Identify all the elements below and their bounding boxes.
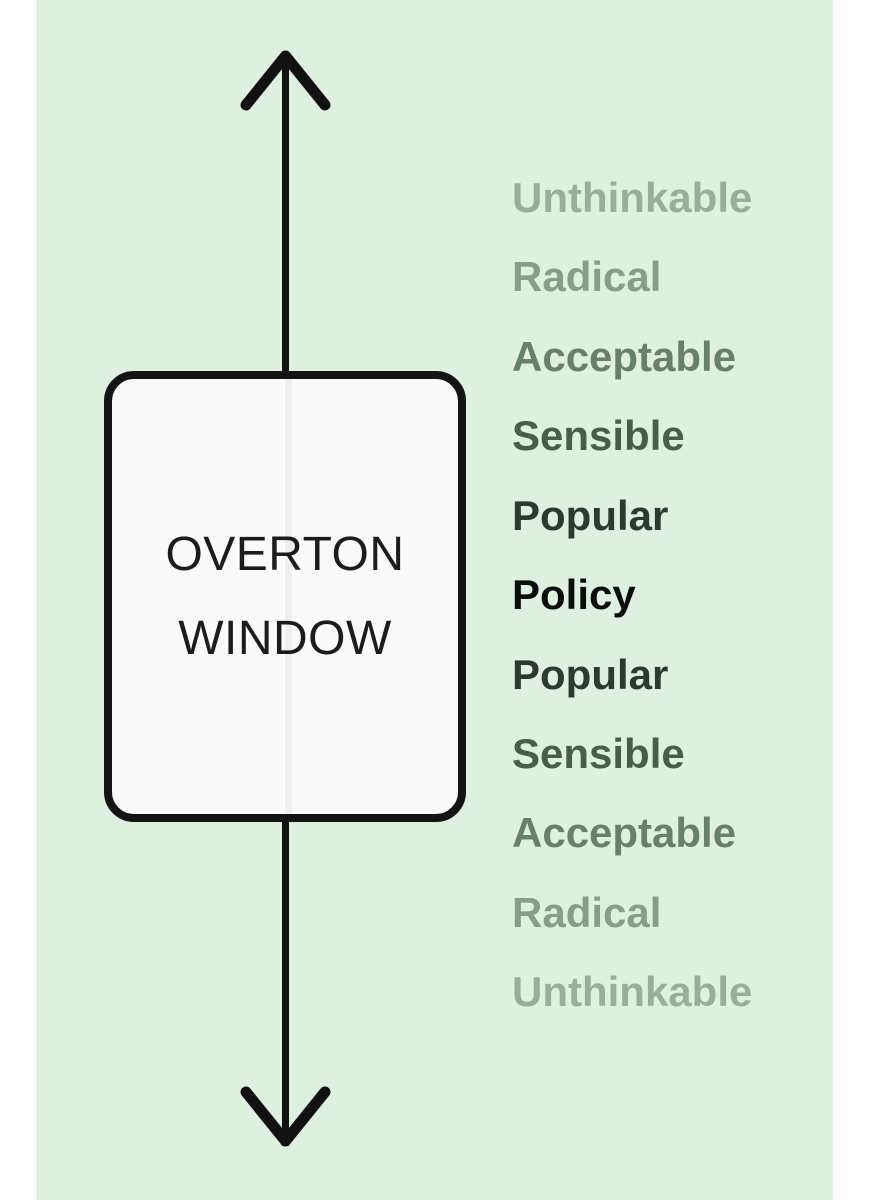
spectrum-label-column: Unthinkable Radical Acceptable Sensible … — [512, 0, 842, 1200]
overton-window-box: OVERTON WINDOW — [104, 371, 466, 822]
spectrum-item-acceptable-bottom: Acceptable — [512, 809, 737, 856]
spectrum-item-radical-top: Radical — [512, 253, 662, 300]
spectrum-item-sensible-top: Sensible — [512, 412, 685, 459]
spectrum-item-popular-bottom: Popular — [512, 651, 669, 698]
overton-window-label-line-1: OVERTON — [165, 527, 405, 581]
spectrum-item-acceptable-top: Acceptable — [512, 333, 737, 380]
spectrum-item-sensible-bottom: Sensible — [512, 730, 685, 777]
spectrum-item-policy: Policy — [512, 571, 636, 618]
overton-window-label-line-2: WINDOW — [178, 611, 392, 665]
spectrum-item-radical-bottom: Radical — [512, 889, 662, 936]
spectrum-item-unthinkable-top: Unthinkable — [512, 174, 753, 221]
spectrum-item-unthinkable-bottom: Unthinkable — [512, 968, 753, 1015]
axis-ghost-line — [285, 379, 292, 814]
spectrum-item-popular-top: Popular — [512, 492, 669, 539]
